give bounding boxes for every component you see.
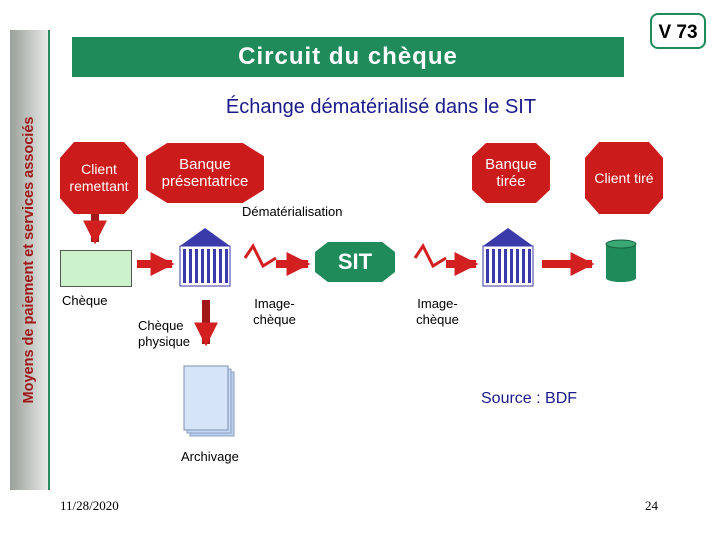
node-client-remettant: Client remettant bbox=[60, 142, 138, 214]
node-banque-tiree-label: Banque tirée bbox=[485, 156, 537, 190]
side-band bbox=[10, 30, 50, 490]
label-cheque: Chèque bbox=[62, 293, 108, 308]
zigzag-sit-to-tiree bbox=[413, 243, 447, 269]
node-client-tire: Client tiré bbox=[585, 142, 663, 214]
node-banque-presentatrice: Banque présentatrice bbox=[146, 143, 264, 203]
node-sit: SIT bbox=[315, 242, 395, 282]
label-dematerialisation: Dématérialisation bbox=[242, 204, 343, 219]
page-title: Circuit du chèque bbox=[238, 43, 458, 70]
label-cheque-physique: Chèque physique bbox=[138, 318, 191, 349]
database-icon bbox=[605, 239, 637, 282]
label-archivage: Archivage bbox=[181, 449, 239, 464]
cheque-document bbox=[60, 250, 132, 287]
bank-building-tiree bbox=[482, 228, 534, 287]
title-bar bbox=[72, 37, 624, 77]
source-note: Source : BDF bbox=[481, 390, 578, 407]
bank-building-presentatrice bbox=[179, 228, 231, 287]
node-client-tire-label: Client tiré bbox=[594, 169, 654, 186]
page-number: 24 bbox=[645, 498, 658, 513]
label-image-cheque-right: Image-chèque bbox=[416, 296, 459, 327]
archive-documents-icon bbox=[183, 365, 235, 437]
node-banque-tiree: Banque tirée bbox=[472, 143, 550, 203]
label-image-cheque-left: Image-chèque bbox=[253, 296, 296, 327]
node-client-remettant-label: Client remettant bbox=[69, 161, 129, 194]
subtitle: Échange dématérialisé dans le SIT bbox=[225, 96, 537, 118]
zigzag-presentatrice-to-sit bbox=[243, 243, 277, 269]
slide-badge: V 73 bbox=[650, 13, 706, 49]
footer-date: 11/28/2020 bbox=[60, 498, 119, 513]
node-banque-presentatrice-label: Banque présentatrice bbox=[161, 156, 249, 190]
